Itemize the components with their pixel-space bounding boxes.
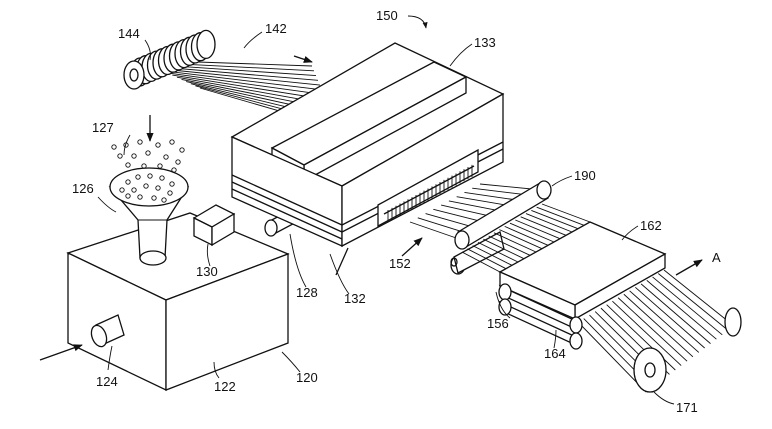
belt-line xyxy=(640,283,711,344)
fiber-strand xyxy=(163,70,323,91)
label-150: 150 xyxy=(376,8,398,23)
particle xyxy=(179,147,185,153)
roller-190 xyxy=(450,180,552,275)
label-130: 130 xyxy=(196,264,218,279)
belt-line xyxy=(617,297,688,362)
label-142: 142 xyxy=(265,21,287,36)
belt-line xyxy=(477,241,519,263)
belt-line xyxy=(520,216,567,236)
particle xyxy=(141,163,147,169)
particle xyxy=(111,144,117,150)
fiber-strand xyxy=(158,68,321,86)
fiber-supply-roll-144 xyxy=(123,29,216,90)
drive-unit-130 xyxy=(192,204,236,247)
particle xyxy=(175,159,181,165)
belt-line xyxy=(472,245,513,266)
particle xyxy=(169,181,175,187)
label-120: 120 xyxy=(296,370,318,385)
label-122: 122 xyxy=(214,379,236,394)
belt-line xyxy=(488,235,531,256)
belt-line xyxy=(525,213,573,233)
belt-line xyxy=(629,290,700,353)
belt-line xyxy=(646,280,717,340)
label-133: 133 xyxy=(474,35,496,50)
particle xyxy=(117,153,123,159)
belt-line xyxy=(623,293,694,358)
inlet-pipe-124 xyxy=(39,314,125,361)
particle xyxy=(125,179,131,185)
belt-line xyxy=(536,206,585,226)
particle xyxy=(163,154,169,160)
particles-127 xyxy=(111,115,185,173)
belt-line xyxy=(483,238,525,260)
label-152: 152 xyxy=(389,256,411,271)
belt-line xyxy=(663,269,735,327)
particle xyxy=(155,185,161,191)
particle xyxy=(137,139,143,145)
belt-line xyxy=(493,232,537,253)
belt-line xyxy=(499,229,543,250)
particle xyxy=(169,139,175,145)
particle xyxy=(125,193,131,199)
belt-line xyxy=(635,286,705,349)
particle xyxy=(131,187,137,193)
particle xyxy=(119,187,125,193)
label-144: 144 xyxy=(118,26,140,41)
belt-line xyxy=(577,321,647,393)
belt-line xyxy=(652,276,723,336)
fiber-strand xyxy=(172,74,327,100)
belt-line xyxy=(612,300,682,366)
label-124: 124 xyxy=(96,374,118,389)
rollers-156-164 xyxy=(498,283,583,350)
particle xyxy=(137,194,143,200)
particle xyxy=(143,183,149,189)
label-132: 132 xyxy=(344,291,366,306)
conveyor-belt xyxy=(461,203,742,393)
belt-line xyxy=(461,251,501,273)
particle xyxy=(151,195,157,201)
particle xyxy=(167,190,173,196)
label-164: 164 xyxy=(544,346,566,361)
belt-line xyxy=(541,203,591,223)
belt-line xyxy=(467,248,507,270)
roll-coil xyxy=(196,29,216,60)
label-156: 156 xyxy=(487,316,509,331)
particle xyxy=(171,167,177,173)
particle xyxy=(135,174,141,180)
web-line xyxy=(409,221,463,241)
die-assembly-150 xyxy=(230,42,505,276)
particle xyxy=(155,142,161,148)
particle xyxy=(125,162,131,168)
label-127: 127 xyxy=(92,120,114,135)
label-128: 128 xyxy=(296,285,318,300)
belt-line xyxy=(515,219,561,240)
particle xyxy=(147,173,153,179)
particle xyxy=(161,197,167,203)
label-190: 190 xyxy=(574,168,596,183)
belt-line xyxy=(504,225,549,246)
leader-lines xyxy=(97,15,703,405)
fiber-strand xyxy=(167,72,325,96)
belt-line xyxy=(657,273,729,331)
press-plate-162 xyxy=(498,221,667,321)
label-direction-a: A xyxy=(712,250,721,265)
reference-numerals: 144 142 150 133 127 126 130 128 132 152 … xyxy=(72,8,721,415)
particle xyxy=(131,153,137,159)
label-171: 171 xyxy=(676,400,698,415)
extruder-122 xyxy=(66,212,290,392)
particle xyxy=(145,150,151,156)
particle xyxy=(159,175,165,181)
label-162: 162 xyxy=(640,218,662,233)
particle xyxy=(157,163,163,169)
belt-line xyxy=(509,222,555,243)
hopper-126 xyxy=(108,167,190,266)
label-126: 126 xyxy=(72,181,94,196)
belt-line xyxy=(531,209,579,230)
